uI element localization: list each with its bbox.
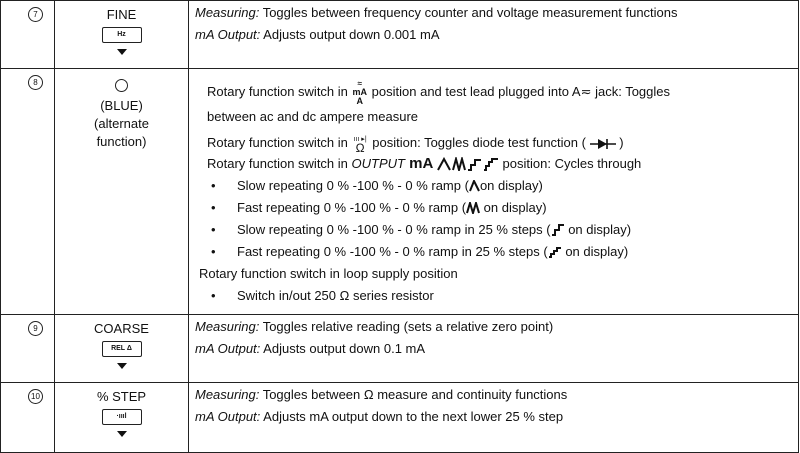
list-item: •Switch in/out 250 Ω series resistor [211,287,434,303]
list-item: •Fast repeating 0 % -100 % - 0 % ramp in… [211,243,629,259]
ma-a-switch-icon: ≈ mA A [352,79,368,106]
item-number: 7 [28,7,43,22]
arrow-down-icon [116,363,127,369]
desc-line: Rotary function switch in ııı ▸| Ω posit… [207,135,624,155]
key-label: COARSE [94,321,149,336]
key-label: % STEP [96,389,147,404]
ohm-diode-switch-icon: ııı ▸| Ω [353,135,367,155]
fast-ramp-icon [466,202,481,215]
fast-step-icon [548,247,561,259]
desc-line: Rotary function switch in ≈ mA A positio… [207,79,670,106]
desc-line: mA Output: Adjusts mA output down to the… [195,409,564,424]
desc-line: Measuring: Toggles between Ω measure and… [195,387,568,402]
hz-key: Hz [101,27,142,43]
desc-line: Rotary function switch in loop supply po… [199,265,458,281]
desc-line: Rotary function switch in OUTPUT mA posi… [207,154,642,172]
slow-step-icon [551,224,564,237]
key-label: FINE [106,7,137,22]
table-row: 7 FINE Hz Measuring: Toggles between fre… [0,0,799,69]
ac-dc-icon: ≂ [580,83,592,99]
desc-line: between ac and dc ampere measure [207,109,419,124]
desc-line: Measuring: Toggles between frequency cou… [195,5,678,20]
ramp-modes-icon [437,157,498,172]
list-item: •Fast repeating 0 % -100 % - 0 % ramp ( … [211,199,547,215]
desc-line: Measuring: Toggles relative reading (set… [195,319,554,334]
item-number: 8 [28,75,43,90]
desc-line: mA Output: Adjusts output down 0.1 mA [195,341,426,356]
rel-delta-key: REL Δ [101,341,142,357]
table-row: 8 (BLUE) (alternate function) Rotary fun… [0,68,799,315]
table-row: 9 COARSE REL Δ Measuring: Toggles relati… [0,314,799,383]
key-label: (BLUE) [100,98,143,113]
item-number: 10 [28,389,43,404]
continuity-key: ·ıııl [101,409,142,425]
alt-label: (alternate [94,116,149,131]
alt-label: function) [96,134,147,149]
list-item: •Slow repeating 0 % -100 % - 0 % ramp (o… [211,177,543,193]
item-number: 9 [28,321,43,336]
list-item: •Slow repeating 0 % -100 % - 0 % ramp in… [211,221,632,237]
diode-icon [589,138,616,149]
arrow-down-icon [116,49,127,55]
blue-button-icon [115,79,128,92]
arrow-down-icon [116,431,127,437]
desc-line: mA Output: Adjusts output down 0.001 mA [195,27,440,42]
slow-ramp-icon [469,180,480,192]
table-row: 10 % STEP ·ıııl Measuring: Toggles betwe… [0,382,799,453]
